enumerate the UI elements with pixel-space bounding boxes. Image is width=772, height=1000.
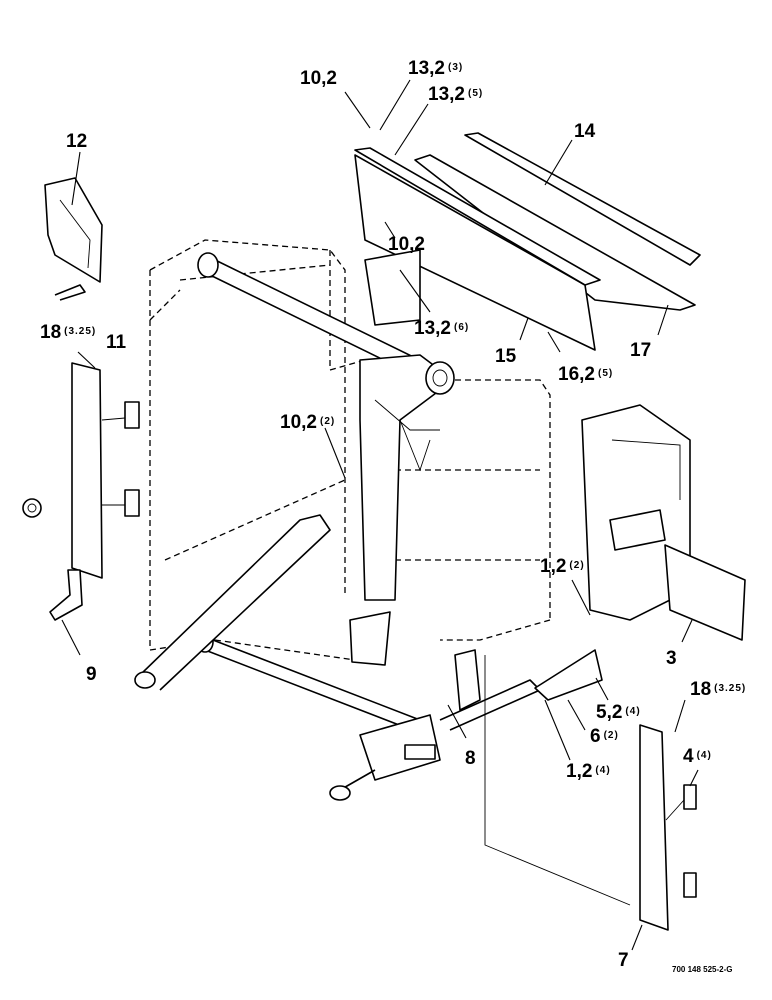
callout-14: 14: [574, 121, 596, 142]
document-number: 700 148 525-2-G: [672, 965, 733, 974]
callout-11: 11: [106, 332, 127, 353]
part-9-bracket: [49, 569, 83, 621]
callout-15: 15: [495, 346, 517, 367]
callout-16-2-5: 16,2(5): [558, 364, 613, 385]
callout-9: 9: [86, 664, 97, 685]
callout-18-right: 18(3.25): [690, 679, 746, 700]
callout-13-2-5: 13,2(5): [428, 84, 483, 105]
callout-4-4: 4(4): [683, 746, 712, 767]
callout-18-left: 18(3.25): [40, 322, 96, 343]
callout-5-2-4: 5,2(4): [596, 702, 641, 723]
part-14-angle-strip: [414, 132, 701, 311]
callout-3: 3: [666, 648, 677, 669]
callout-1-2-4: 1,2(4): [566, 761, 611, 782]
callout-17: 17: [630, 340, 651, 361]
callout-10-2-mid: 10,2: [388, 234, 425, 255]
triangular-bracket: [349, 611, 391, 666]
part-7-vertical-plate: [484, 655, 697, 931]
part-11-vertical-plate: [22, 362, 140, 579]
part-15-top-panel: [354, 147, 601, 351]
callout-7: 7: [618, 950, 629, 971]
part-6-plate: [534, 649, 603, 701]
callout-labels: 10,2 13,2(3) 13,2(5) 14 12 10,2 13,2(6) …: [40, 58, 746, 974]
pivot-upright: [359, 354, 455, 601]
part-3-side-panel: [581, 404, 746, 641]
callout-13-2-6: 13,2(6): [414, 318, 469, 339]
main-frame-hidden-lines: [149, 239, 551, 661]
leader-lines: [61, 79, 699, 951]
callout-6-2: 6(2): [590, 726, 619, 747]
lower-cross-tube: [134, 514, 426, 736]
upper-cross-tube: [197, 252, 446, 391]
callout-10-2-top: 10,2: [300, 68, 337, 89]
lower-pivot-bracket: [329, 714, 441, 801]
callout-10-2-2: 10,2(2): [280, 412, 335, 433]
part-12-bracket: [44, 177, 103, 301]
callout-1-2-2: 1,2(2): [540, 556, 585, 577]
callout-8: 8: [465, 748, 476, 769]
callout-13-2-3: 13,2(3): [408, 58, 463, 79]
callout-12: 12: [66, 131, 87, 152]
